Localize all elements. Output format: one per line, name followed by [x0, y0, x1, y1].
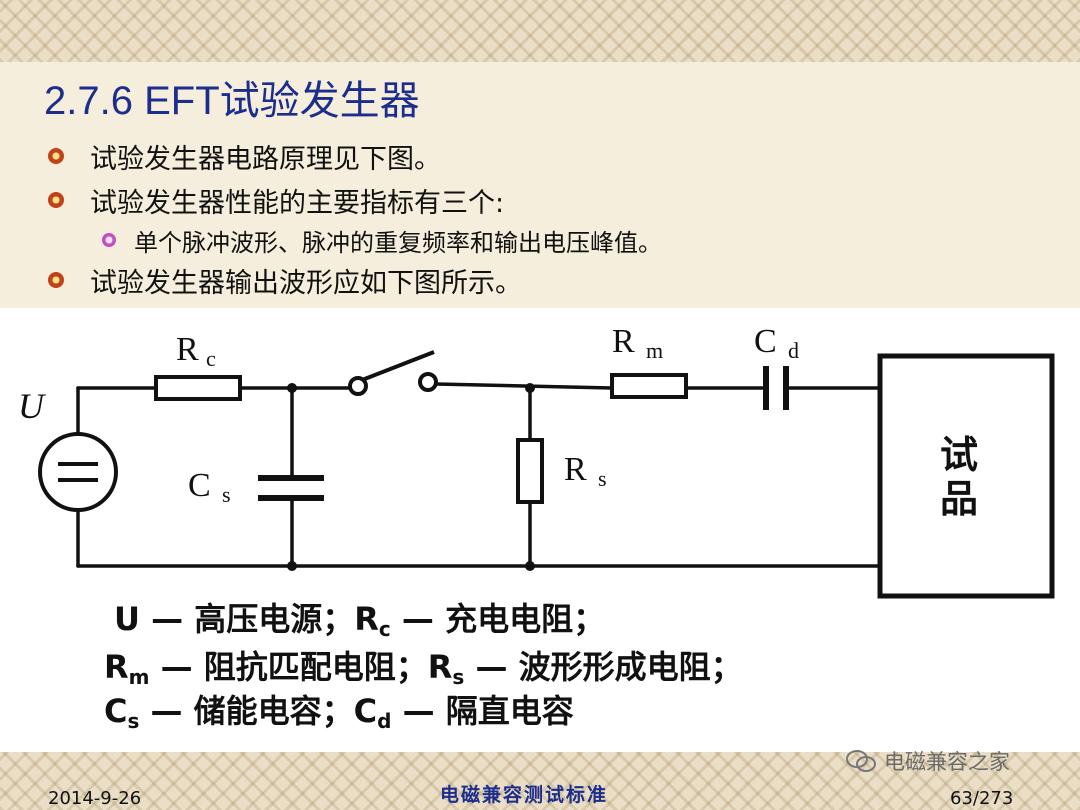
cd-label-sub: d [788, 338, 799, 363]
sub-bullet-item: 单个脉冲波形、脉冲的重复频率和输出电压峰值。 [102, 222, 662, 258]
watermark-text: 电磁兼容之家 [884, 750, 1010, 774]
legend-line-1: U — 高压电源；Rc — 充电电阻； [114, 600, 605, 641]
dut-box [877, 353, 1055, 599]
rc-label: R [176, 331, 199, 368]
source-label: U [18, 386, 46, 426]
sub-bullet-flower-icon [102, 233, 116, 247]
wire [434, 382, 614, 390]
slide-title: 2.7.6 EFT试验发生器 [44, 79, 420, 123]
switch-contact [348, 376, 368, 396]
rs-resistor [516, 438, 544, 504]
bullet-item: 试验发生器电路原理见下图。 [48, 134, 662, 178]
rs-label-sub: s [598, 466, 607, 491]
chat-bubble-icon [846, 750, 876, 772]
bullet-text: 试验发生器输出波形应如下图所示。 [90, 267, 522, 299]
sub-bullet-text: 单个脉冲波形、脉冲的重复频率和输出电压峰值。 [134, 228, 662, 257]
bullet-flower-icon [48, 272, 64, 288]
rm-label: R [612, 323, 635, 360]
rc-label-sub: c [206, 346, 216, 371]
bullet-list: 试验发生器电路原理见下图。 试验发生器性能的主要指标有三个: 单个脉冲波形、脉冲… [48, 134, 662, 302]
watermark: 电磁兼容之家 [846, 746, 1010, 776]
cd-label: C [754, 323, 777, 360]
bullet-flower-icon [48, 192, 64, 208]
cs-label-sub: s [222, 482, 231, 507]
rs-label: R [564, 451, 587, 488]
dut-label-line1: 试 [940, 433, 978, 477]
switch-contact [418, 372, 438, 392]
dut-label-line2: 品 [940, 477, 978, 521]
rc-resistor [154, 375, 242, 401]
footer-title: 电磁兼容测试标准 [440, 784, 609, 806]
legend-line-3: Cs — 储能电容；Cd — 隔直电容 [104, 692, 574, 733]
circuit-diagram: U R c R m C d C s R s 试 品 U — 高压电源；Rc — … [18, 323, 1055, 733]
rm-label-sub: m [646, 338, 663, 363]
junction-dot [525, 383, 535, 393]
bullet-text: 试验发生器电路原理见下图。 [90, 143, 441, 175]
circuit-diagram-panel: U R c R m C d C s R s 试 品 U — 高压电源；Rc — … [0, 308, 1080, 752]
bullet-flower-icon [48, 148, 64, 164]
junction-dot [287, 383, 297, 393]
bottom-border [0, 752, 1080, 810]
bullet-item: 试验发生器性能的主要指标有三个: [48, 178, 662, 222]
bullet-text: 试验发生器性能的主要指标有三个: [90, 187, 505, 219]
switch-blade [361, 350, 435, 382]
legend-line-2: Rm — 阻抗匹配电阻；Rs — 波形形成电阻； [104, 648, 743, 689]
page-number: 63/273 [950, 788, 1014, 809]
footer-date: 2014-9-26 [48, 788, 142, 809]
top-border [0, 0, 1080, 62]
junction-dot [287, 561, 297, 571]
junction-dot [525, 561, 535, 571]
bullet-item: 试验发生器输出波形应如下图所示。 [48, 258, 662, 302]
rm-resistor [610, 373, 688, 399]
voltage-source-symbol [38, 432, 118, 512]
cs-label: C [188, 467, 211, 504]
